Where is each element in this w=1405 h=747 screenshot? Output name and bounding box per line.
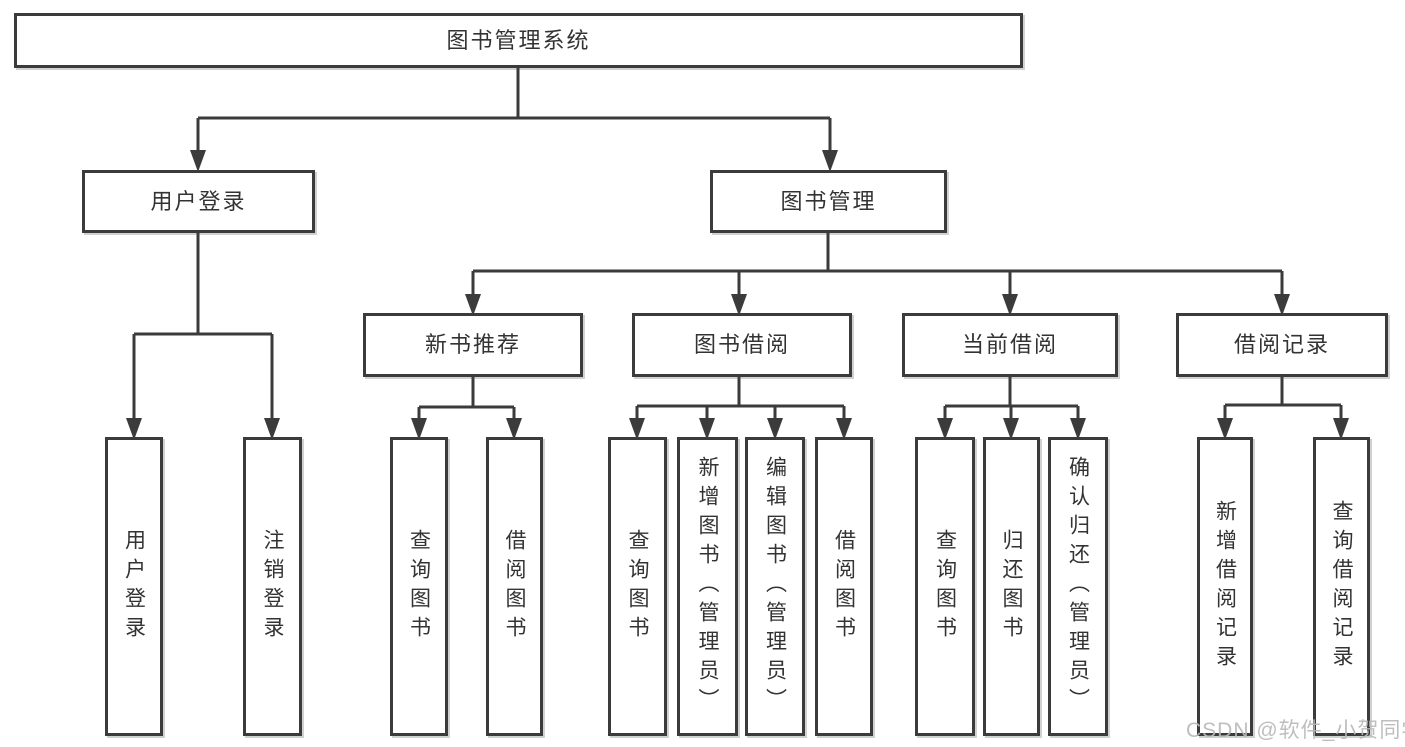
node-label: 新书推荐 (424, 332, 521, 357)
node-current-borrowing: 当前借阅 (902, 313, 1118, 377)
leaf-borrow-books: 借阅图书 (815, 437, 873, 736)
node-label: 新增借阅记录 (1213, 499, 1237, 674)
node-label: 查询图书 (933, 528, 957, 645)
leaf-confirm-return-admin: 确认归还（管理员） (1048, 437, 1108, 736)
node-label: 图书借阅 (693, 332, 790, 357)
node-label: 查询图书 (626, 528, 649, 645)
node-label: 借阅图书 (503, 528, 526, 645)
leaf-query-books-recommend: 查询图书 (390, 437, 448, 736)
node-label: 借阅记录 (1233, 332, 1330, 357)
node-label: 当前借阅 (961, 332, 1058, 357)
node-label: 查询图书 (407, 528, 431, 645)
node-label: 查询借阅记录 (1330, 499, 1353, 674)
node-label: 确认归还（管理员） (1066, 456, 1090, 717)
node-new-book-recommend: 新书推荐 (363, 313, 583, 377)
node-label: 用户登录 (150, 188, 247, 214)
node-label: 借阅图书 (832, 528, 856, 645)
node-label: 编辑图书（管理员） (763, 456, 787, 717)
node-borrow-records: 借阅记录 (1176, 313, 1388, 377)
node-label: 图书管理系统 (446, 27, 591, 53)
leaf-query-books-current: 查询图书 (915, 437, 975, 736)
node-book-borrowing: 图书借阅 (632, 313, 852, 377)
node-book-management: 图书管理 (710, 170, 947, 233)
leaf-query-books-borrow: 查询图书 (608, 437, 667, 736)
leaf-add-borrow-record: 新增借阅记录 (1197, 437, 1253, 736)
csdn-watermark: CSDN @软件_小贺同学 (1186, 719, 1405, 742)
leaf-add-book-admin: 新增图书（管理员） (677, 437, 738, 736)
node-label: 用户登录 (122, 528, 146, 645)
leaf-borrow-books-recommend: 借阅图书 (486, 437, 543, 736)
leaf-edit-book-admin: 编辑图书（管理员） (745, 437, 805, 736)
root-node-library-system: 图书管理系统 (14, 13, 1023, 68)
leaf-query-borrow-record: 查询借阅记录 (1313, 437, 1370, 736)
node-label: 归还图书 (1000, 528, 1023, 645)
leaf-logout: 注销登录 (243, 437, 302, 736)
node-label: 新增图书（管理员） (696, 456, 719, 717)
leaf-return-books: 归还图书 (983, 437, 1040, 736)
node-label: 注销登录 (261, 528, 284, 645)
leaf-user-login: 用户登录 (105, 437, 163, 736)
node-label: 图书管理 (780, 188, 877, 214)
node-user-login: 用户登录 (82, 170, 315, 233)
